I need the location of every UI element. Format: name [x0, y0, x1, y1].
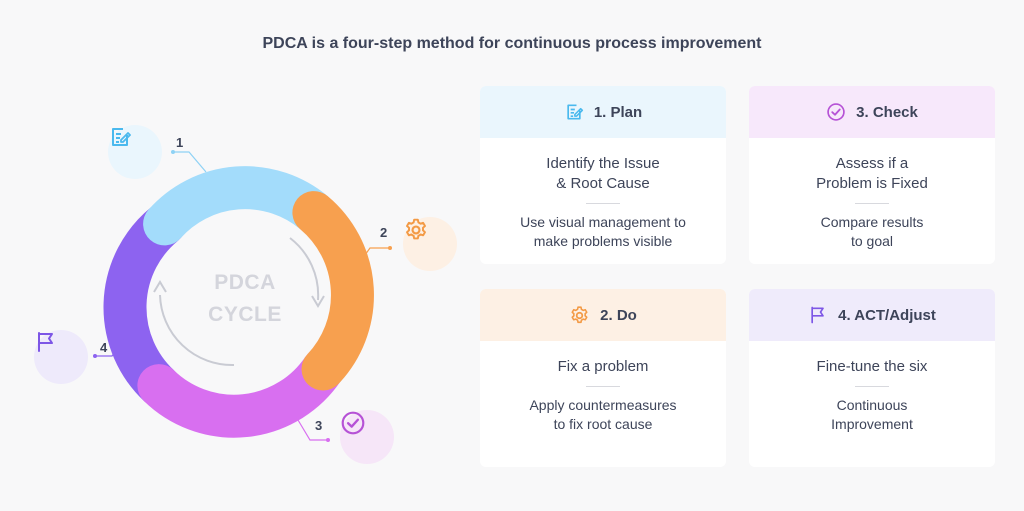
check-step-icon-badge [340, 410, 394, 464]
inner-arrowhead-right [311, 295, 325, 308]
leader-1 [173, 151, 207, 173]
step-number-2: 2 [380, 225, 388, 240]
ring-segment-3 [137, 347, 345, 438]
plan-card-sub-text: Use visual management to make problems v… [520, 214, 686, 249]
act-card-sub-text: Continuous Improvement [831, 397, 913, 432]
plan-card-body: Identify the Issue & Root Cause Use visu… [480, 154, 726, 251]
act-card: 4. ACT/Adjust Fine-tune the six Continuo… [749, 289, 995, 467]
pdca-cycle-diagram: PDCA CYCLE 1 2 3 4 [0, 0, 470, 511]
plan-card: 1. Plan Identify the Issue & Root Cause … [480, 86, 726, 264]
ring-segment-2 [292, 191, 374, 391]
divider [586, 203, 620, 204]
step-number-1: 1 [176, 135, 184, 150]
leader-3 [297, 419, 328, 441]
do-card-sub-text: Apply countermeasures to fix root cause [529, 397, 677, 432]
ring-segment-1 [143, 166, 336, 246]
act-step-icon-badge [34, 330, 88, 384]
plan-card-main-text: Identify the Issue & Root Cause [546, 155, 660, 192]
gear-icon [571, 305, 588, 323]
leader-2 [359, 247, 390, 263]
do-card-header: 2. Do [480, 289, 726, 341]
check-card-sub-text: Compare results to goal [820, 214, 924, 249]
inner-arrow-left [159, 294, 235, 367]
plan-card-title: 1. Plan [593, 103, 643, 121]
leader-4 [95, 339, 125, 357]
do-card-main-text: Fix a problem [557, 358, 649, 375]
edit-note-icon [567, 104, 583, 120]
check-card-header: 3. Check [749, 86, 995, 138]
inner-arrowhead-left [153, 280, 167, 293]
edit-note-icon [112, 128, 131, 146]
step-number-4: 4 [100, 340, 108, 355]
check-card-main-text: Assess if a Problem is Fixed [816, 155, 928, 192]
flag-icon [38, 332, 53, 352]
plan-step-icon-badge [108, 125, 162, 179]
check-circle-icon [341, 411, 365, 435]
act-card-main-text: Fine-tune the six [816, 358, 928, 375]
gear-icon [406, 218, 426, 240]
divider [586, 386, 620, 387]
do-card-body: Fix a problem Apply countermeasures to f… [480, 357, 726, 434]
check-card-body: Assess if a Problem is Fixed Compare res… [749, 154, 995, 251]
inner-arrow-right [289, 237, 320, 301]
page-title: PDCA is a four-step method for continuou… [262, 35, 762, 52]
act-card-header: 4. ACT/Adjust [749, 289, 995, 341]
do-card-title: 2. Do [600, 306, 637, 324]
step-number-3: 3 [315, 418, 323, 433]
act-card-body: Fine-tune the six Continuous Improvement [749, 357, 995, 434]
check-card-title: 3. Check [856, 103, 918, 121]
do-card: 2. Do Fix a problem Apply countermeasure… [480, 289, 726, 467]
check-card: 3. Check Assess if a Problem is Fixed Co… [749, 86, 995, 264]
plan-card-header: 1. Plan [480, 86, 726, 138]
act-card-title: 4. ACT/Adjust [838, 306, 936, 324]
do-step-icon-badge [403, 217, 457, 271]
flag-icon [811, 306, 824, 324]
check-circle-icon [827, 103, 845, 121]
ring-segment-4 [103, 202, 187, 408]
divider [855, 386, 889, 387]
cycle-center-label: PDCA CYCLE [208, 271, 282, 326]
cycle-ring [93, 150, 392, 442]
divider [855, 203, 889, 204]
